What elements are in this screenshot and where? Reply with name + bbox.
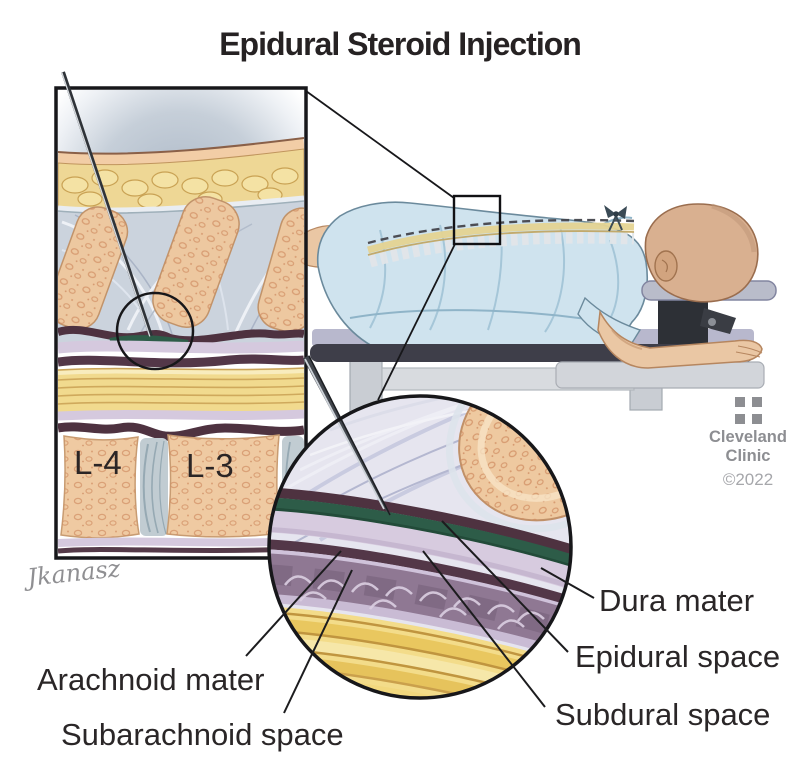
vertebra-label-l3: L-3 xyxy=(186,447,234,484)
injection-needle-icon xyxy=(61,71,153,337)
cauda-equina-band xyxy=(58,367,304,412)
skin-layer xyxy=(58,138,304,166)
gown-tie-bow xyxy=(604,205,627,232)
patient-head xyxy=(644,203,759,303)
subdural-space-layer xyxy=(269,539,571,609)
zoom-connectors xyxy=(305,90,502,401)
subcutaneous-fat-layer xyxy=(58,148,304,210)
leader-line-subdural-space xyxy=(422,550,546,708)
dural-membranes xyxy=(58,325,304,368)
anatomy-label-dura-mater: Dura mater xyxy=(599,583,755,618)
leader-line-dura-mater xyxy=(540,567,595,599)
vertebral-bodies xyxy=(60,434,304,539)
spine-cross-section-inset xyxy=(54,71,308,560)
leader-line-epidural-space xyxy=(441,520,569,653)
anatomy-label-subdural-space: Subdural space xyxy=(555,697,771,732)
injection-needle-detail-icon xyxy=(303,355,391,517)
leader-line-arachnoid-mater xyxy=(245,550,342,657)
patient-on-table-scene xyxy=(299,201,777,417)
detail-circle-border xyxy=(267,394,573,700)
credit-org-line2: Clinic xyxy=(725,447,771,466)
patient-torso-gown xyxy=(316,201,649,347)
cleveland-clinic-logo-icon xyxy=(734,397,762,424)
spinous-processes xyxy=(58,196,304,333)
ear xyxy=(654,250,678,282)
connector-line-to-spine-inset xyxy=(305,90,455,199)
needle-tip-annotation-circle xyxy=(115,291,195,371)
patient-arm-hand xyxy=(597,309,763,369)
credit-copyright: ©2022 xyxy=(722,469,774,489)
credit-block: Cleveland Clinic ©2022 xyxy=(700,397,796,490)
leader-lines xyxy=(245,520,595,714)
credit-org-line1: Cleveland xyxy=(709,428,787,446)
spine-inset-border xyxy=(54,86,308,560)
dura-mater-layer xyxy=(269,510,571,592)
zoom-target-rectangle xyxy=(452,194,502,246)
epidural-space-layer xyxy=(269,497,571,571)
spine-through-gown xyxy=(367,218,635,268)
anatomy-label-arachnoid-mater: Arachnoid mater xyxy=(37,662,265,697)
connector-line-to-detail-circle xyxy=(377,243,456,401)
vertebra-label-l4: L-4 xyxy=(74,444,122,481)
anatomy-label-subarachnoid-space: Subarachnoid space xyxy=(61,717,344,752)
anatomy-label-epidural-space: Epidural space xyxy=(575,639,781,674)
page-title: Epidural Steroid Injection xyxy=(219,26,582,62)
leader-line-subarachnoid-space xyxy=(283,569,353,714)
arachnoid-trabeculae xyxy=(284,575,545,630)
